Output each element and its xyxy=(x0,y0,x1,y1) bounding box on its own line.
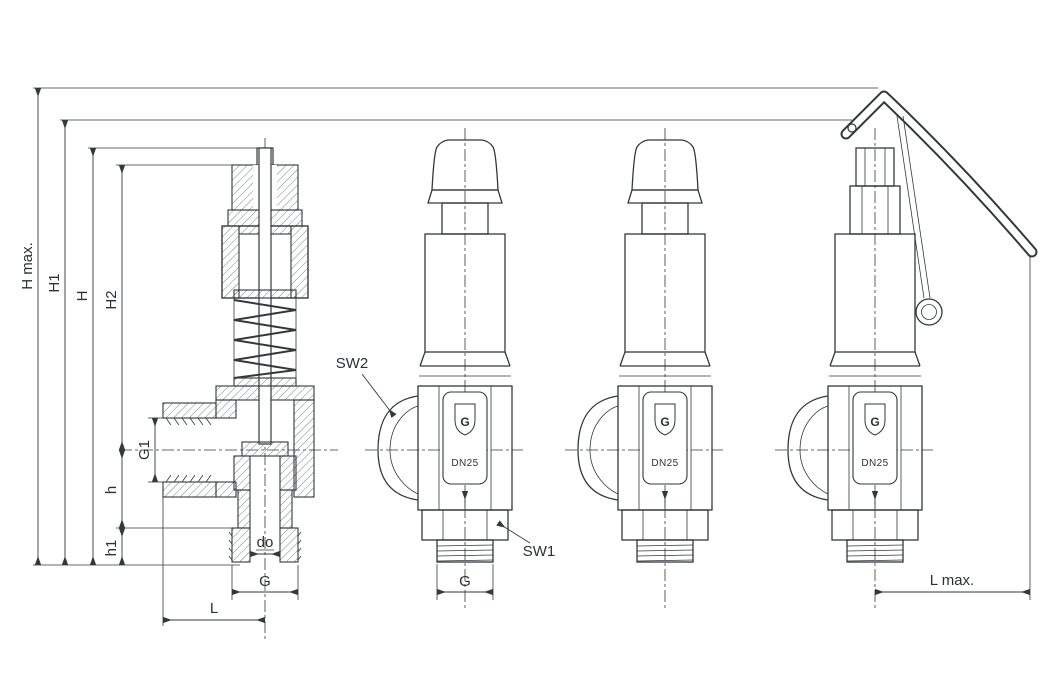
dim-label-g1: G1 xyxy=(136,440,153,460)
dimension-lines: H max. H1 H H2 G1 h h1 do G L G L max. xyxy=(19,87,1031,626)
sw2-leader: SW2 xyxy=(336,355,397,418)
spring-coils xyxy=(233,299,297,379)
valve-external-lever xyxy=(775,90,1038,608)
dim-label-l-max: L max. xyxy=(930,572,974,589)
valve3-logo-letter: G xyxy=(870,415,879,429)
sw2-label: SW2 xyxy=(336,355,369,372)
dim-label-g-section: G xyxy=(259,573,271,590)
valve1-logo-letter: G xyxy=(460,415,469,429)
lever-assembly xyxy=(840,90,1038,326)
dim-label-h-max: H max. xyxy=(19,242,36,290)
name-plates: G G G DN25 DN25 DN25 xyxy=(451,415,888,469)
valve-external-1 xyxy=(365,128,523,608)
dim-label-h: H xyxy=(74,291,91,302)
sw1-leader: SW1 xyxy=(496,520,556,560)
dim-label-h2: H2 xyxy=(103,290,120,309)
valve2-logo-letter: G xyxy=(660,415,669,429)
test-lever xyxy=(840,90,1038,258)
dim-label-l: L xyxy=(210,600,218,617)
sw1-label: SW1 xyxy=(523,543,556,560)
valve2-dn-label: DN25 xyxy=(651,458,678,469)
valve-disc xyxy=(241,441,289,457)
valve3-dn-label: DN25 xyxy=(861,458,888,469)
valve-external-2 xyxy=(565,128,723,608)
dim-label-h1: H1 xyxy=(46,273,63,292)
pull-ring xyxy=(915,298,943,326)
valve1-dn-label: DN25 xyxy=(451,458,478,469)
dim-label-d0: do xyxy=(257,534,274,551)
dim-label-h-small: h xyxy=(103,486,120,494)
valve-section-view xyxy=(120,138,338,640)
dim-label-g-external: G xyxy=(459,573,471,590)
dim-label-h1-small: h1 xyxy=(103,540,120,557)
